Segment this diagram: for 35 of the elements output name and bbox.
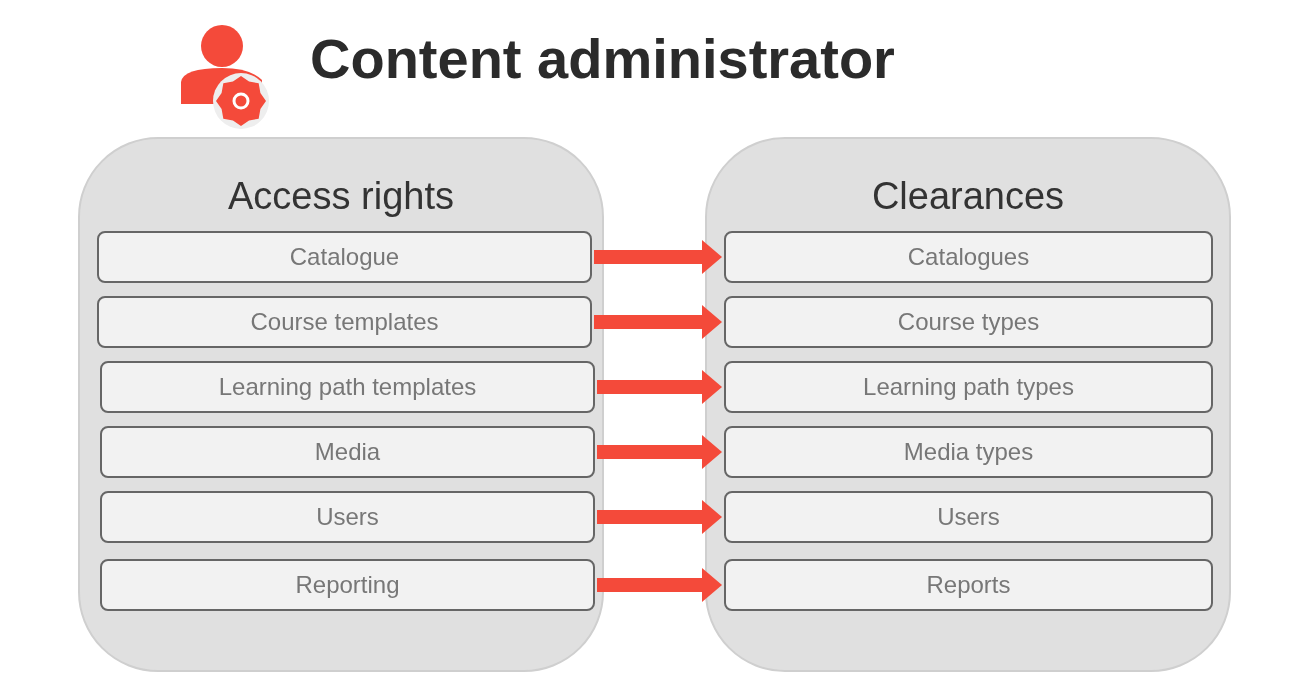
item-label: Users — [316, 503, 379, 531]
item-box — [724, 231, 1213, 283]
group-panel — [78, 137, 604, 672]
item-label: Reporting — [295, 571, 400, 599]
item-box — [724, 426, 1213, 478]
item-box — [97, 296, 592, 348]
item-box — [100, 361, 595, 413]
item-label: Course templates — [250, 308, 439, 336]
item-label: Users — [937, 503, 1000, 531]
item-box — [724, 559, 1213, 611]
item-label: Learning path templates — [218, 373, 477, 401]
item-box — [724, 491, 1213, 543]
group-panel — [705, 137, 1231, 672]
item-box — [97, 231, 592, 283]
arrow — [597, 500, 722, 534]
arrow — [594, 240, 722, 274]
item-label: Media — [314, 438, 381, 466]
panel-heading: Clearances — [870, 175, 1066, 218]
title: Content administrator — [310, 26, 895, 91]
item-label: Media types — [903, 438, 1034, 466]
item-label: Catalogues — [907, 243, 1030, 271]
item-label: Learning path types — [863, 373, 1074, 401]
arrow — [597, 568, 722, 602]
arrow — [597, 435, 722, 469]
item-label: Course types — [897, 308, 1040, 336]
item-box — [100, 559, 595, 611]
arrow — [597, 370, 722, 404]
item-box — [724, 361, 1213, 413]
panel-heading: Access rights — [227, 175, 455, 218]
item-box — [100, 426, 595, 478]
item-label: Reports — [926, 571, 1011, 599]
item-box — [100, 491, 595, 543]
item-box — [724, 296, 1213, 348]
item-label: Catalogue — [289, 243, 400, 271]
arrow — [594, 305, 722, 339]
